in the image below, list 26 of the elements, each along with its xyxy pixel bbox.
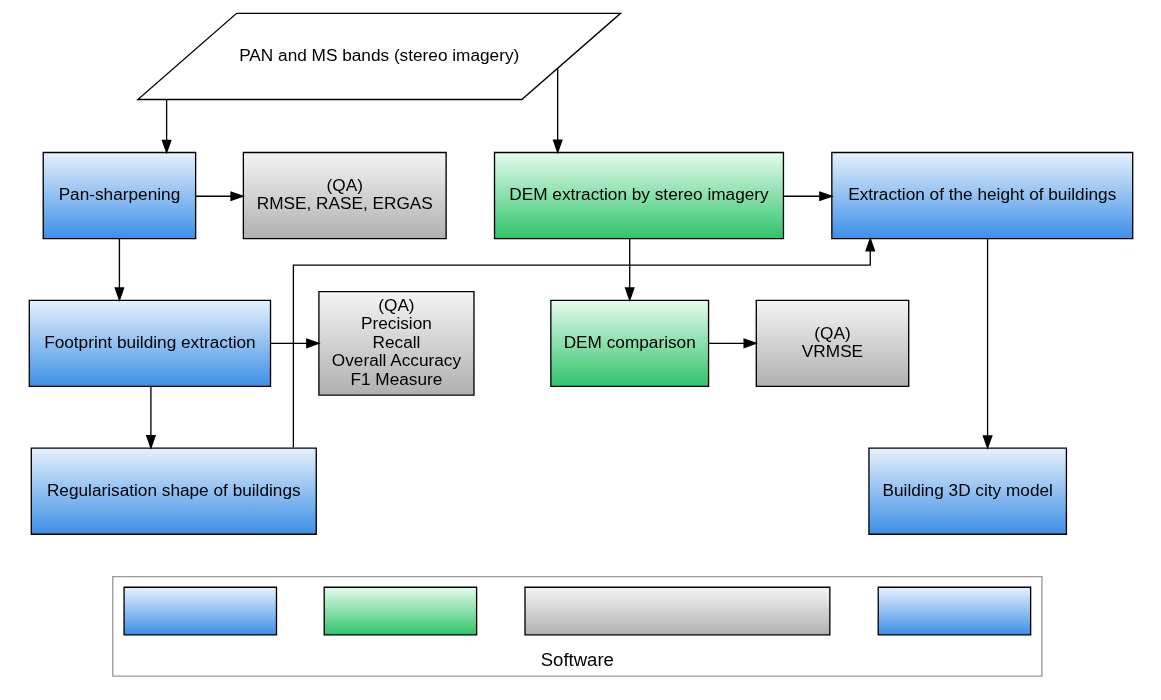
arrow [113,238,125,302]
node-box [877,586,1031,636]
node-box [523,586,830,636]
node-box: DEM extraction by stereo imagery [493,151,784,240]
node-box: DEM comparison [549,299,709,388]
arrow [624,238,635,302]
arrow [194,191,245,202]
arrow [707,338,758,349]
node-box: Footprint building extraction [28,299,271,388]
arrow [782,191,834,202]
node-box [323,586,477,636]
node-box: Pan-sharpening [42,151,196,240]
cluster: Software [111,575,1043,677]
arrow [552,67,563,155]
node-box: (QA) RMSE, RASE, ERGAS [242,151,447,240]
node-box: Building 3D city model [867,447,1067,535]
arrow [161,99,172,155]
arrow [981,238,993,450]
node-box [122,586,277,636]
arrow [145,385,156,450]
arrow [269,338,321,349]
node-box: Extraction of the height of buildings [830,151,1133,240]
node-box: (QA) VRMSE [755,299,909,388]
node-box: Regularisation shape of buildings [30,447,317,535]
node-box: (QA) Precision Recall Overall Accuracy F1 Measure [317,291,475,396]
arrow [292,236,875,449]
